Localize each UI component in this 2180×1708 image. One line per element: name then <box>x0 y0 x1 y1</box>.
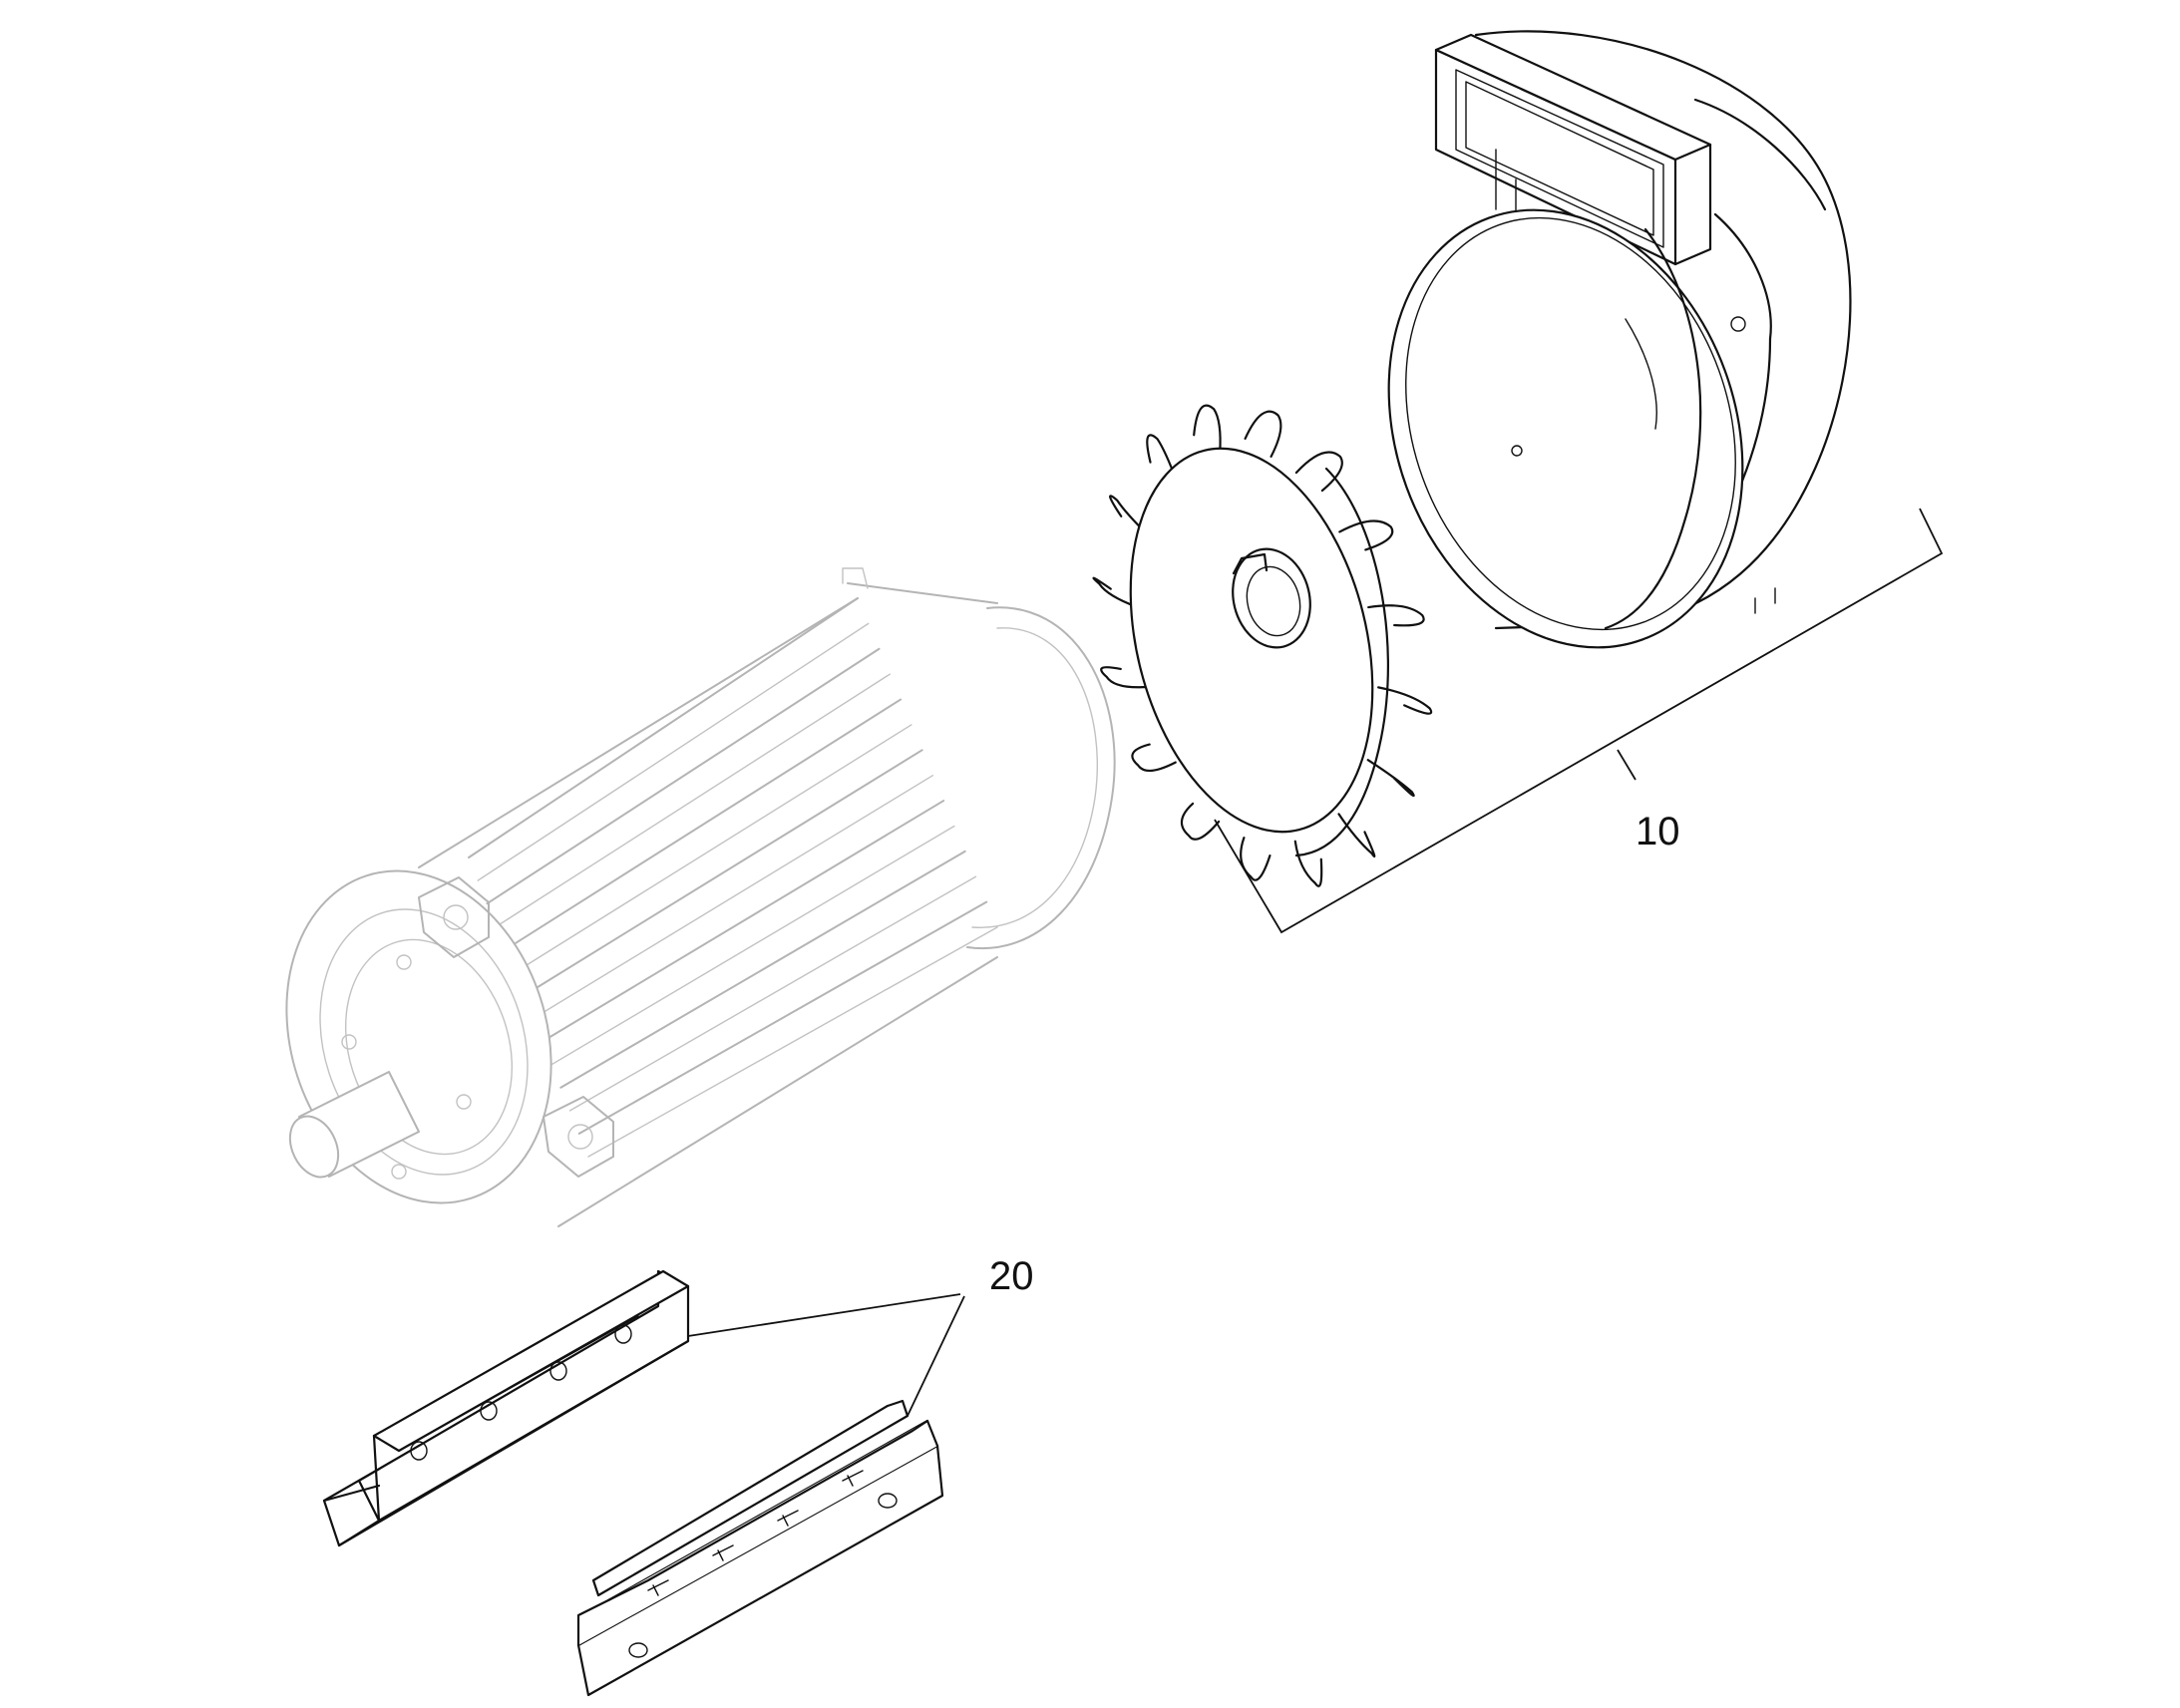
fan-blade <box>1092 576 1138 608</box>
fan-blade <box>1377 686 1433 715</box>
cooling-fin <box>550 825 955 1066</box>
leader-line-20-upper <box>687 1293 961 1337</box>
cooling-fin <box>587 926 998 1158</box>
bracket-10 <box>1214 508 1944 934</box>
callout-20: 20 <box>687 1254 1034 1417</box>
cooling-fin <box>514 724 912 974</box>
leader-line-20-lower <box>907 1295 965 1417</box>
fan-blade <box>1337 813 1376 858</box>
fan-blade <box>1240 837 1272 881</box>
fan-blade <box>1131 743 1177 772</box>
cooling-fin <box>486 647 881 905</box>
fan-blade <box>1366 759 1415 797</box>
fan-blade <box>1244 410 1282 458</box>
fan-blade <box>1367 604 1425 627</box>
cooling-fin <box>468 597 859 858</box>
cooling-fin <box>577 900 988 1135</box>
cooling-fin <box>504 698 903 951</box>
mounting-rail-upper <box>322 1269 690 1547</box>
fan-impeller-icon <box>1092 404 1433 887</box>
blower-housing-icon <box>1387 30 1852 649</box>
cooling-fin <box>532 774 934 1020</box>
motor-icon <box>285 567 1116 1227</box>
cooling-fin <box>559 850 966 1089</box>
callout-10: 10 <box>1214 508 1944 934</box>
leader-line-10 <box>1617 749 1636 781</box>
cooling-fin <box>495 673 892 927</box>
cooling-fin <box>568 875 977 1112</box>
cooling-fin <box>541 800 945 1043</box>
fan-blade <box>1100 666 1148 689</box>
callout-label-10: 10 <box>1635 810 1680 854</box>
fan-blade <box>1109 495 1149 535</box>
cooling-fin <box>523 749 923 997</box>
cooling-fins <box>468 597 998 1158</box>
fan-blade <box>1293 840 1323 887</box>
mounting-rail-icon <box>322 1269 944 1697</box>
fan-blade <box>1146 434 1178 482</box>
mounting-rail-lower <box>576 1399 944 1697</box>
fan-blade <box>1294 451 1343 493</box>
cooling-fin <box>477 622 870 881</box>
fan-blade <box>1193 404 1222 455</box>
callout-label-20: 20 <box>989 1254 1034 1298</box>
fan-blade <box>1180 802 1221 841</box>
